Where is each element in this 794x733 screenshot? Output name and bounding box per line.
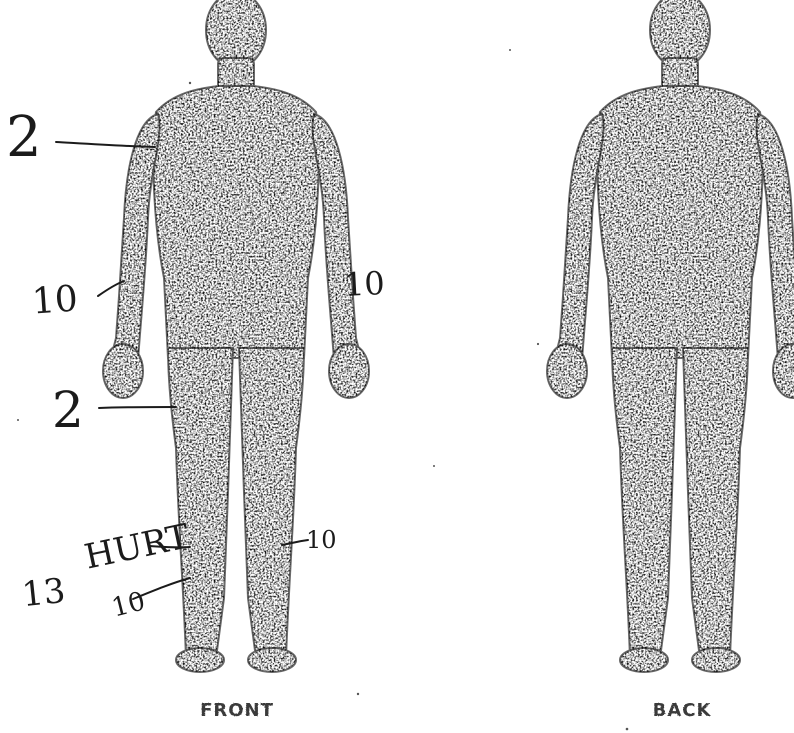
back-body-figure [547, 0, 794, 672]
annotation-upper-chest: 2 [6, 110, 42, 166]
front-caption: FRONT [177, 700, 297, 721]
annotation-right-shin: 10 [306, 528, 337, 552]
annotation-left-shin-low: 10 [109, 588, 147, 621]
annotation-left-arm: 10 [31, 281, 79, 320]
back-caption: BACK [622, 700, 742, 721]
annotation-right-arm: 10 [343, 267, 385, 301]
annotation-thigh: 2 [52, 385, 84, 435]
front-body-figure [103, 0, 369, 672]
annotation-left-shin-number: 13 [20, 574, 67, 612]
